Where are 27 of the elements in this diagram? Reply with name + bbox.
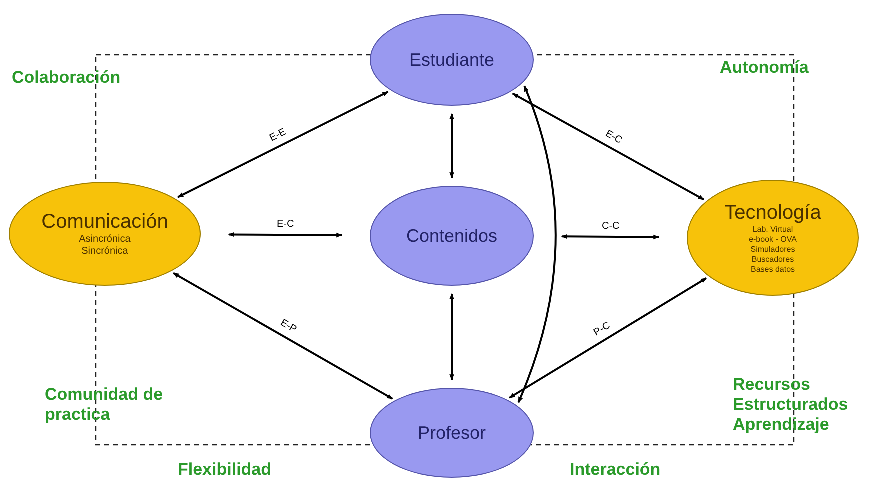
concept-label: Flexibilidad <box>178 460 273 480</box>
node-item: Lab. Virtual <box>752 224 794 234</box>
double-arrow <box>450 293 454 381</box>
node-title: Comunicación <box>42 210 168 234</box>
double-arrow <box>173 272 394 400</box>
double-arrow <box>509 278 708 399</box>
node-item: Sincrónica <box>82 246 128 258</box>
node-item: Simuladores <box>750 244 796 254</box>
node-title: Profesor <box>418 422 486 444</box>
double-arrow <box>518 86 557 404</box>
double-arrow <box>450 113 454 179</box>
double-arrow <box>228 232 343 238</box>
double-arrow <box>512 92 704 201</box>
concept-label: Colaboración <box>12 68 122 88</box>
node-item: Bases datos <box>750 264 796 274</box>
node-title: Tecnología <box>724 202 822 224</box>
node-item: Buscadores <box>752 254 794 264</box>
concept-label: Comunidad de practica <box>45 385 164 425</box>
double-arrow <box>178 91 389 198</box>
concept-label: Interacción <box>570 460 662 480</box>
concept-label: Recursos Estructurados Aprendizaje <box>733 375 850 435</box>
node-item: Asincrónica <box>79 234 131 246</box>
concept-label: Autonomía <box>720 58 810 78</box>
node-title: Estudiante <box>409 50 495 70</box>
double-arrow <box>561 234 660 240</box>
node-title: Contenidos <box>406 226 498 246</box>
node-item: e-book - OVA <box>749 234 797 244</box>
